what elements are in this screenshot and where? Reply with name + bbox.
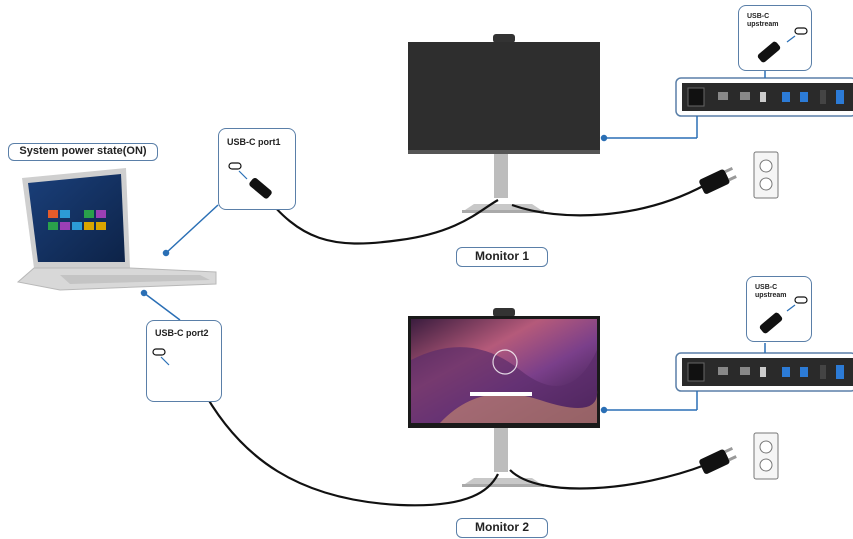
usb-c-upstream-callout-1: USB-C upstream bbox=[738, 5, 812, 71]
usb-c-port1-icon bbox=[228, 162, 272, 199]
rear-io-panel-1 bbox=[675, 77, 853, 117]
laptop bbox=[16, 168, 217, 291]
monitor-2-label: Monitor 2 bbox=[456, 518, 548, 538]
usb-c-port1-callout: USB-C port1 bbox=[218, 128, 296, 210]
rear-io-panel-2 bbox=[675, 352, 853, 392]
usb-c-port2-icon bbox=[152, 348, 170, 366]
wall-outlet-1 bbox=[753, 151, 779, 199]
usb-c-upstream-icon-2 bbox=[759, 296, 808, 334]
pointer-lines bbox=[140, 70, 766, 414]
power-plug-1 bbox=[699, 166, 737, 194]
usb-c-upstream-icon-1 bbox=[757, 27, 808, 63]
usb-c-upstream-label-2: USB-C upstream bbox=[755, 284, 787, 299]
power-plug-2 bbox=[699, 446, 737, 474]
monitor-1 bbox=[408, 34, 600, 213]
monitor-1-label: Monitor 1 bbox=[456, 247, 548, 267]
usb-c-upstream-label-1: USB-C upstream bbox=[747, 13, 779, 28]
power-cables bbox=[509, 184, 706, 490]
usb-c-port2-label: USB-C port2 bbox=[155, 328, 209, 338]
monitor-2 bbox=[408, 308, 600, 487]
usb-c-port2-callout: USB-C port2 bbox=[146, 320, 222, 402]
usb-c-upstream-callout-2: USB-C upstream bbox=[746, 276, 812, 342]
system-power-state-label: System power state(ON) bbox=[8, 143, 158, 161]
wall-outlet-2 bbox=[753, 432, 779, 480]
usb-c-port1-label: USB-C port1 bbox=[227, 137, 281, 147]
